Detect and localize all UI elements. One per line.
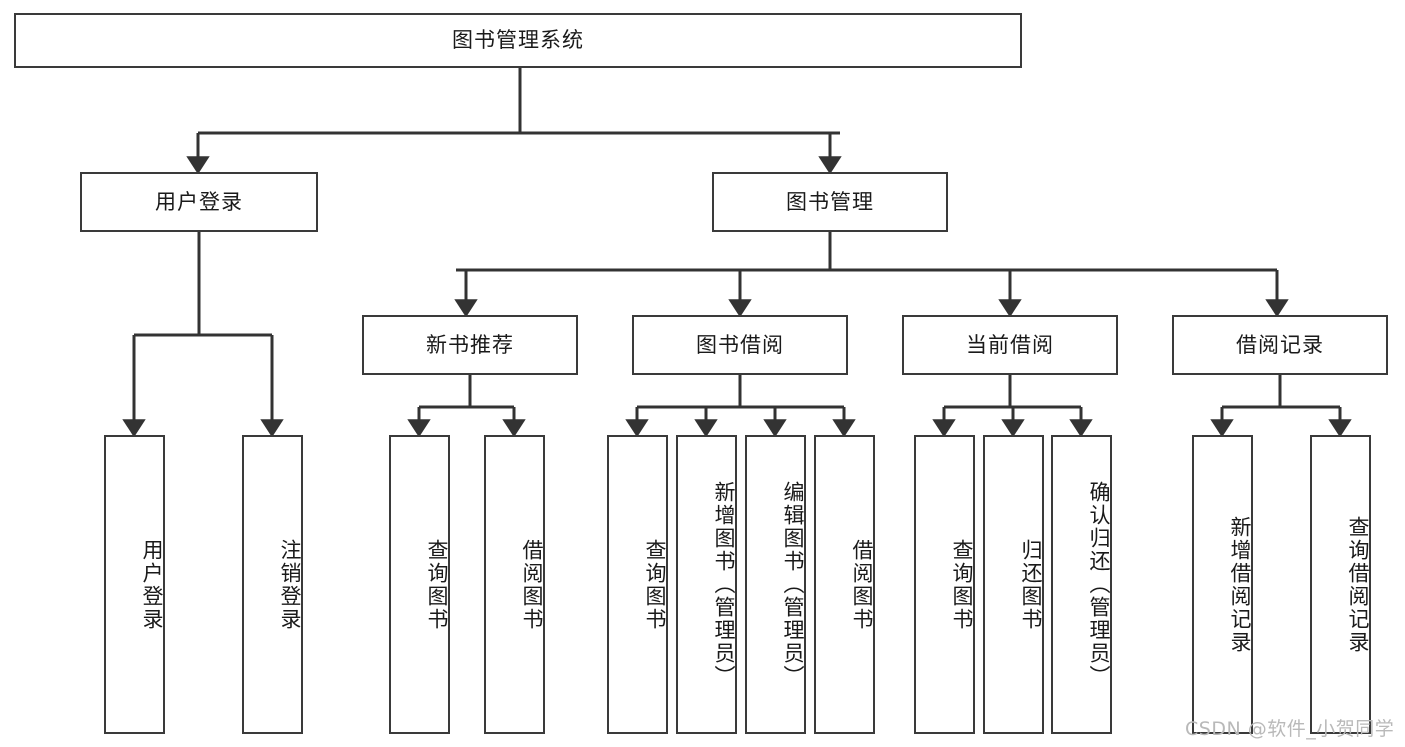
leaf-user-login[interactable]: 用户登录 xyxy=(104,435,165,734)
node-root-book-management-system[interactable]: 图书管理系统 xyxy=(14,13,1022,68)
csdn-watermark: CSDN @软件_小贺同学 xyxy=(1185,718,1395,740)
leaf-borrow-book-borrowing[interactable]: 借阅图书 xyxy=(814,435,875,734)
node-book-management[interactable]: 图书管理 xyxy=(712,172,948,232)
leaf-logout[interactable]: 注销登录 xyxy=(242,435,303,734)
leaf-confirm-return-admin[interactable]: 确认归还（管理员） xyxy=(1051,435,1112,734)
node-book-borrowing[interactable]: 图书借阅 xyxy=(632,315,848,375)
leaf-return-book[interactable]: 归还图书 xyxy=(983,435,1044,734)
node-new-book-recommendation[interactable]: 新书推荐 xyxy=(362,315,578,375)
leaf-query-borrowing-record[interactable]: 查询借阅记录 xyxy=(1310,435,1371,734)
leaf-add-borrowing-record[interactable]: 新增借阅记录 xyxy=(1192,435,1253,734)
node-borrowing-record[interactable]: 借阅记录 xyxy=(1172,315,1388,375)
leaf-edit-book-admin[interactable]: 编辑图书（管理员） xyxy=(745,435,806,734)
leaf-query-book-borrowing[interactable]: 查询图书 xyxy=(607,435,668,734)
leaf-query-book-new-recommendation[interactable]: 查询图书 xyxy=(389,435,450,734)
node-current-borrowing[interactable]: 当前借阅 xyxy=(902,315,1118,375)
leaf-borrow-book-new-recommendation[interactable]: 借阅图书 xyxy=(484,435,545,734)
leaf-query-book-current[interactable]: 查询图书 xyxy=(914,435,975,734)
leaf-add-book-admin[interactable]: 新增图书（管理员） xyxy=(676,435,737,734)
node-user-login[interactable]: 用户登录 xyxy=(80,172,318,232)
